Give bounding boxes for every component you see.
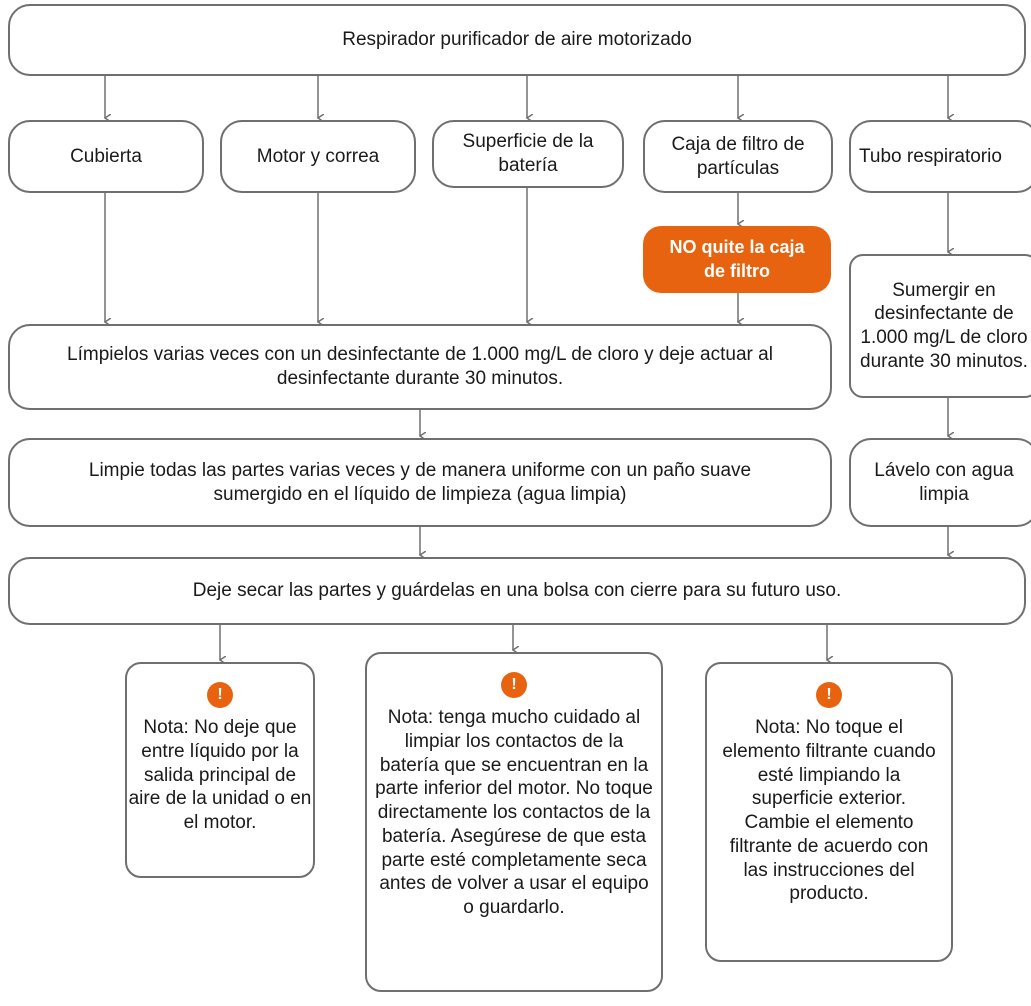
- component-battery-label: Superficie de la batería: [462, 131, 594, 176]
- step-disinfect: Límpielos varias veces con un desinfecta…: [8, 324, 832, 410]
- component-motor: Motor y correa: [220, 120, 416, 193]
- component-filter-box: Caja de filtro de partículas: [643, 120, 833, 193]
- component-cover-label: Cubierta: [70, 145, 142, 167]
- title-box: Respirador purificador de aire motorizad…: [8, 4, 1026, 76]
- note-liquid-text: Nota: No deje que entre líquido por la s…: [128, 717, 312, 833]
- warning-text: NO quite la caja de filtro: [669, 237, 805, 281]
- exclamation-icon: !: [207, 682, 233, 708]
- tube-soak-text: Sumergir en desinfectante de 1.000 mg/L …: [860, 279, 1028, 372]
- step-wipe-text: Limpie todas las partes varias veces y d…: [88, 459, 752, 505]
- note-battery-text: Nota: tenga mucho cuidado al limpiar los…: [375, 707, 653, 918]
- exclamation-icon: !: [501, 672, 527, 698]
- component-battery-surface: Superficie de la batería: [432, 120, 624, 188]
- step-disinfect-text: Límpielos varias veces con un desinfecta…: [67, 344, 773, 389]
- exclamation-icon: !: [816, 682, 842, 708]
- step-dry-store: Deje secar las partes y guárdelas en una…: [8, 557, 1026, 625]
- component-tube-label: Tubo respiratorio: [859, 145, 1002, 167]
- note-battery: ! Nota: tenga mucho cuidado al limpiar l…: [365, 652, 663, 992]
- component-motor-label: Motor y correa: [256, 145, 380, 167]
- warning-badge: NO quite la caja de filtro: [643, 226, 831, 293]
- component-breathing-tube: Tubo respiratorio: [849, 120, 1031, 193]
- component-filter-label: Caja de filtro de partículas: [671, 133, 805, 179]
- note-filter-text: Nota: No toque el elemento filtrante cua…: [722, 717, 936, 905]
- step-wipe: Limpie todas las partes varias veces y d…: [8, 438, 832, 527]
- tube-rinse-text: Lávelo con agua limpia: [874, 459, 1014, 505]
- tube-rinse: Lávelo con agua limpia: [849, 438, 1031, 527]
- component-cover: Cubierta: [8, 120, 204, 193]
- step-dry-store-text: Deje secar las partes y guárdelas en una…: [192, 580, 842, 602]
- tube-soak: Sumergir en desinfectante de 1.000 mg/L …: [849, 254, 1031, 398]
- note-liquid: ! Nota: No deje que entre líquido por la…: [125, 662, 315, 878]
- note-filter: ! Nota: No toque el elemento filtrante c…: [705, 662, 953, 962]
- page-title: Respirador purificador de aire motorizad…: [342, 29, 692, 51]
